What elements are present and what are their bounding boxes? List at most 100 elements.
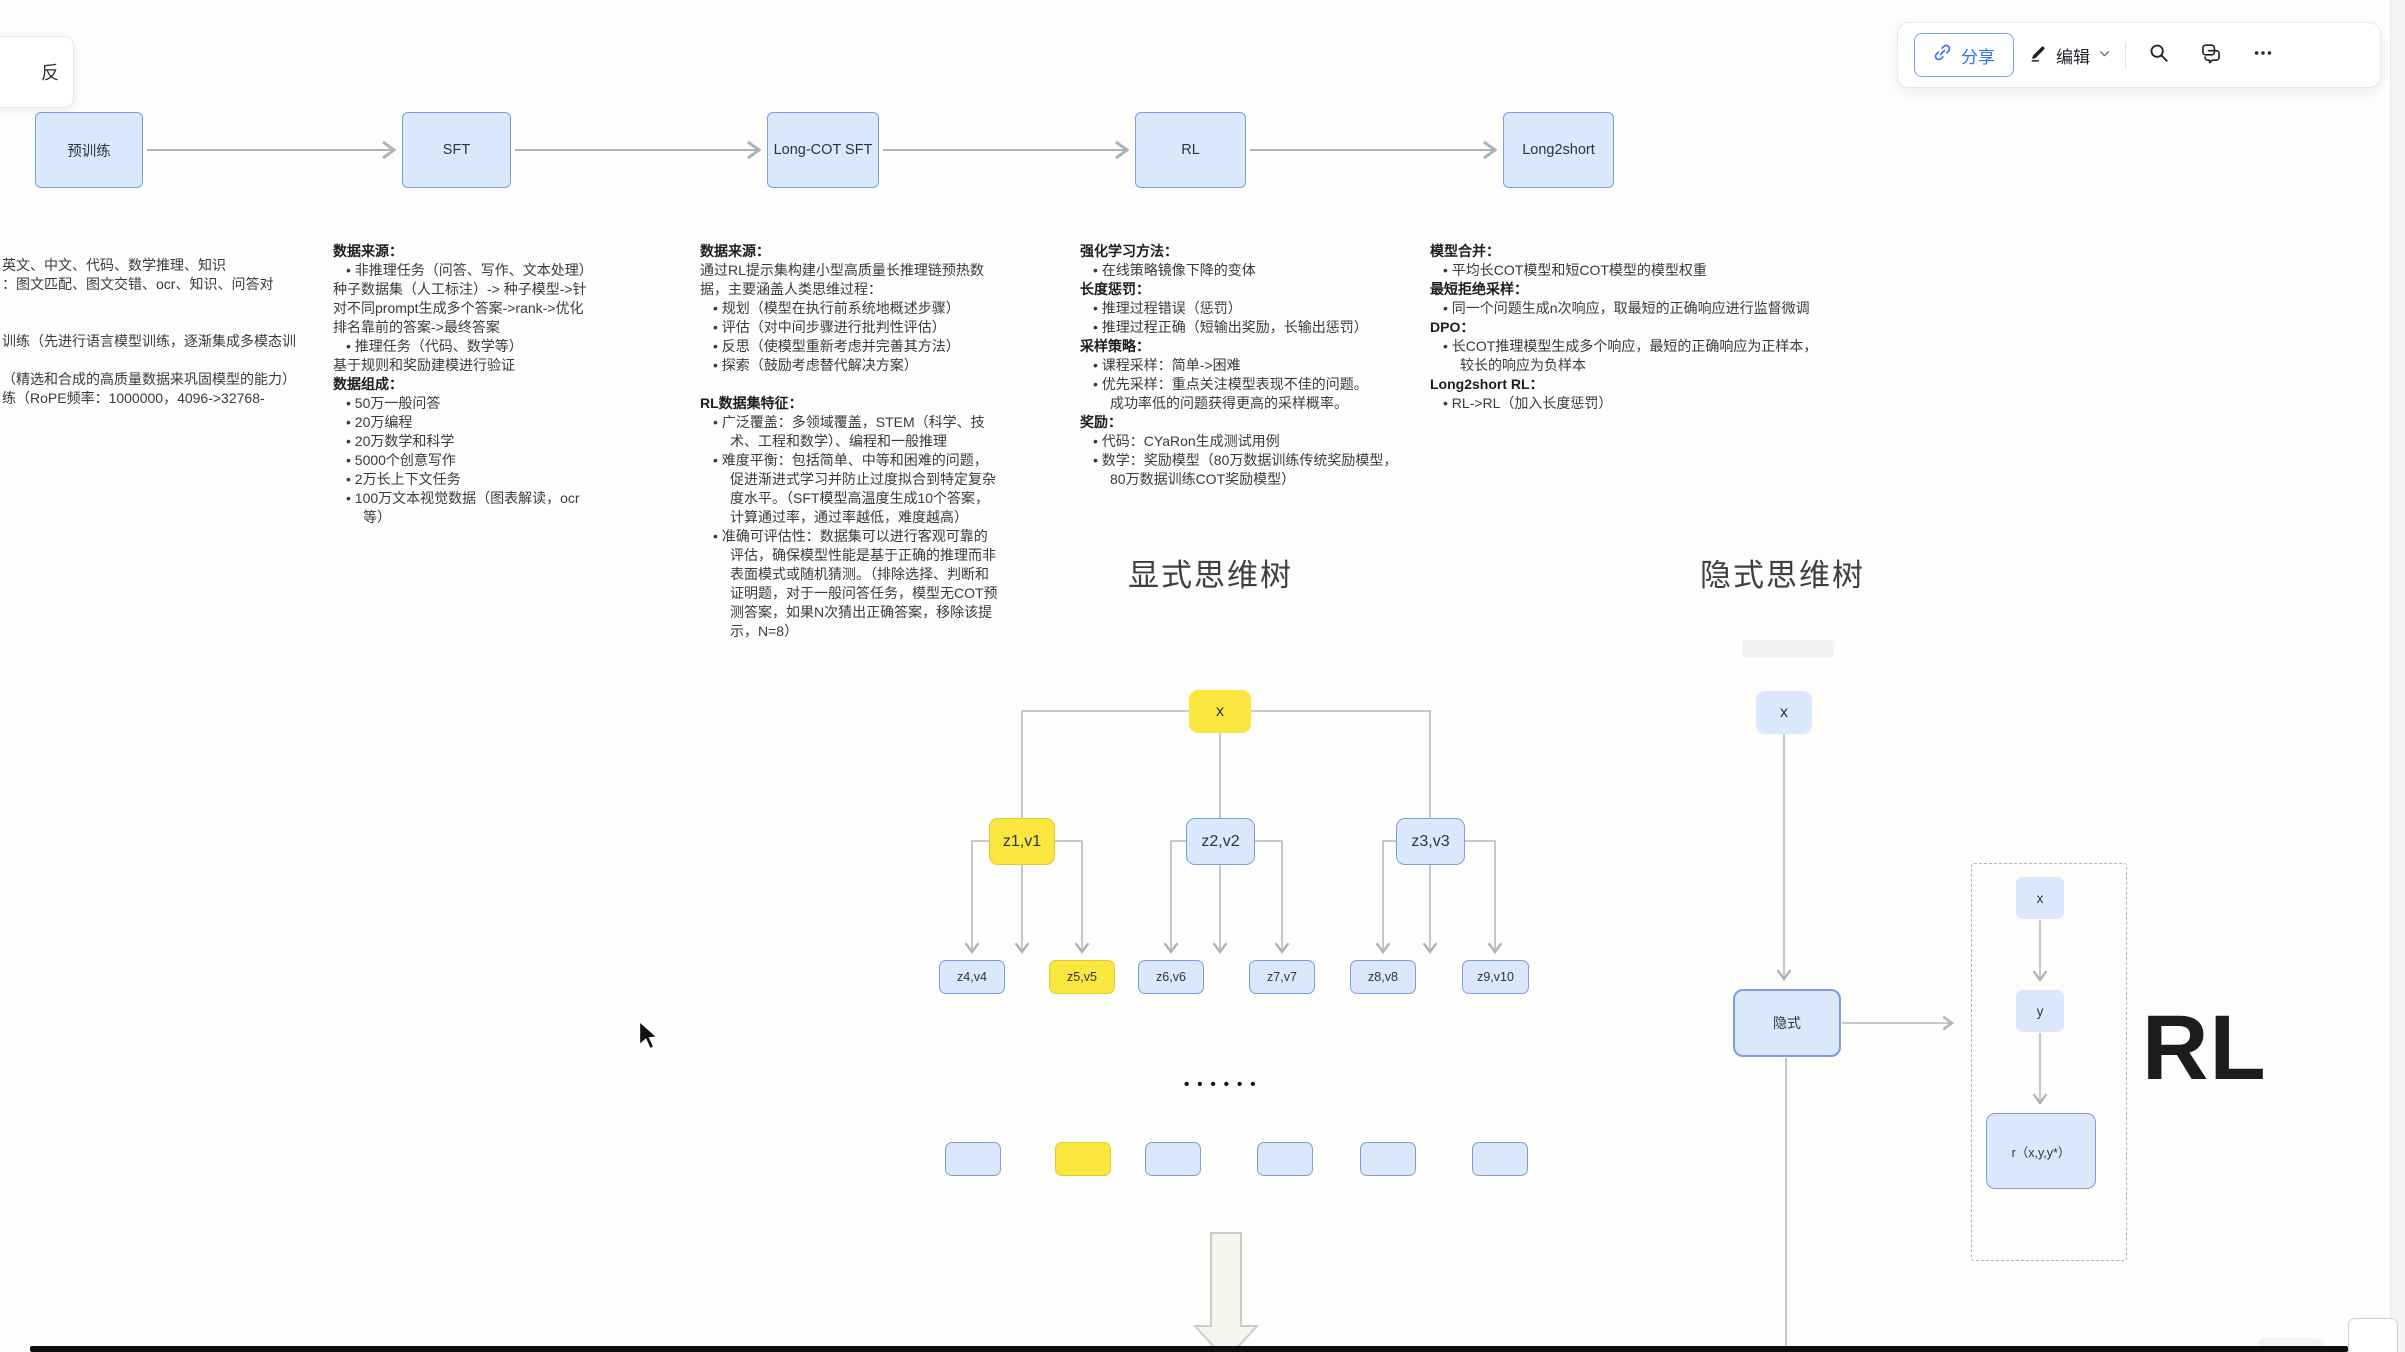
text-line: • 反思（使模型重新考虑并完善其方法） xyxy=(713,338,960,354)
text-line: RL数据集特征： xyxy=(700,395,803,411)
text-line: 计算通过率，通过率越低，难度越高） xyxy=(730,509,968,525)
comment-icon xyxy=(2200,42,2222,69)
progress-bar[interactable] xyxy=(30,1346,2348,1352)
stage-long2short[interactable]: Long2short xyxy=(1503,112,1614,188)
text-line: • 代码：CYaRon生成测试用例 xyxy=(1093,433,1280,449)
text-line: 评估，确保模型性能是基于正确的推理而非 xyxy=(730,547,996,563)
text-line: • 准确可评估性：数据集可以进行客观可靠的 xyxy=(713,528,988,544)
text-line xyxy=(2,351,332,370)
node-label: z2,v2 xyxy=(1201,832,1240,850)
text-line: 通过RL提示集构建小型高质量长推理链预热数 xyxy=(700,262,984,278)
link-icon xyxy=(1933,43,1952,67)
text-line: • 长COT推理模型生成多个响应，最短的正确响应为正样本， xyxy=(1443,338,1818,354)
implicit-input-x[interactable]: x xyxy=(1756,691,1812,734)
text-line: Long2short RL： xyxy=(1430,376,1544,392)
tree-leaf-z8v8[interactable]: z8,v8 xyxy=(1350,960,1416,994)
text-line: 英文、中文、代码、数学推理、知识 xyxy=(2,257,226,273)
text-line: 奖励： xyxy=(1080,414,1122,430)
stage-label: 预训练 xyxy=(67,143,111,160)
placeholder-box-6[interactable] xyxy=(1472,1142,1528,1176)
corner-button-label: 反 xyxy=(41,63,59,83)
text-line: ：图文匹配、图文交错、ocr、知识、问答对 xyxy=(2,276,274,292)
text-line: • 同一个问题生成n次响应，取最短的正确响应进行监督微调 xyxy=(1443,300,1810,316)
text-line: 种子数据集（人工标注）-> 种子模型->针 xyxy=(333,281,587,297)
tree-leaf-z4v4[interactable]: z4,v4 xyxy=(939,960,1005,994)
text-line: • 20万数学和科学 xyxy=(346,433,455,449)
text-line: 促进渐进式学习并防止过度拟合到特定复杂 xyxy=(730,471,996,487)
tree-leaf-z5v5[interactable]: z5,v5 xyxy=(1049,960,1115,994)
text-line: 数据来源： xyxy=(700,243,770,259)
search-icon xyxy=(2148,42,2170,69)
top-toolbar: 分享 编辑 xyxy=(1897,22,2381,88)
text-line: 较长的响应为负样本 xyxy=(1460,357,1586,373)
search-button[interactable] xyxy=(2140,35,2178,75)
stage-long-cot-sft[interactable]: Long-COT SFT xyxy=(767,112,879,188)
tree-node-z1v1[interactable]: z1,v1 xyxy=(989,818,1055,865)
tree-leaf-z9v10[interactable]: z9,v10 xyxy=(1462,960,1529,994)
block-arrow-down xyxy=(1192,1232,1260,1352)
text-line: 练（RoPE频率：1000000，4096->32768- xyxy=(2,390,265,406)
stage-label: RL xyxy=(1181,142,1200,158)
text-line: • 规划（模型在执行前系统地概述步骤） xyxy=(713,300,960,316)
text-line: • 探索（鼓励考虑替代解决方案） xyxy=(713,357,918,373)
node-label: r（x,y,y*） xyxy=(2011,1145,2071,1160)
notes-long-cot-sft: 数据来源：通过RL提示集构建小型高质量长推理链预热数据，主要涵盖人类思维过程：•… xyxy=(700,242,1000,641)
node-label: z4,v4 xyxy=(957,970,987,984)
reward-box[interactable]: r（x,y,y*） xyxy=(1986,1113,2096,1189)
mouse-cursor xyxy=(638,1020,660,1050)
notes-sft: 数据来源： • 非推理任务（问答、写作、文本处理） 种子数据集（人工标注）-> 种子… xyxy=(333,242,601,527)
rl-dashed-frame xyxy=(1971,863,2127,1261)
text-line: • 非推理任务（问答、写作、文本处理） xyxy=(346,262,593,278)
text-line: • 推理过程正确（短输出奖励，长输出惩罚） xyxy=(1093,319,1368,335)
tree-node-z3v3[interactable]: z3,v3 xyxy=(1396,818,1465,865)
tree-leaf-z6v6[interactable]: z6,v6 xyxy=(1138,960,1204,994)
comments-button[interactable] xyxy=(2192,35,2230,75)
stage-rl[interactable]: RL xyxy=(1135,112,1246,188)
notes-long2short: 模型合并：• 平均长COT模型和短COT模型的模型权重最短拒绝采样：• 同一个问… xyxy=(1430,242,1840,413)
ellipsis-dots: •••••• xyxy=(1184,1076,1264,1093)
text-line: 80万数据训练COT奖励模型） xyxy=(1110,471,1296,487)
placeholder-box-1[interactable] xyxy=(945,1142,1001,1176)
stage-pretrain[interactable]: 预训练 xyxy=(35,112,143,188)
notes-rl: 强化学习方法：• 在线策略镜像下降的变体长度惩罚：• 推理过程错误（惩罚）• 推… xyxy=(1080,242,1410,489)
text-line: 对不同prompt生成多个答案->rank->优化 xyxy=(333,300,584,316)
highlight-smudge xyxy=(1742,640,1834,658)
rl-inner-y[interactable]: y xyxy=(2016,990,2064,1032)
share-button[interactable]: 分享 xyxy=(1914,33,2014,77)
text-line: • 5000个创意写作 xyxy=(346,452,456,468)
text-line: 强化学习方法： xyxy=(1080,243,1178,259)
node-label: x xyxy=(1780,703,1788,721)
tree-node-z2v2[interactable]: z2,v2 xyxy=(1186,818,1255,865)
placeholder-box-5[interactable] xyxy=(1360,1142,1416,1176)
node-label: 隐式 xyxy=(1773,1015,1801,1031)
text-line: • 推理任务（代码、数学等） xyxy=(346,338,523,354)
text-line: • 优先采样：重点关注模型表现不佳的问题。 xyxy=(1093,376,1368,392)
node-label: z7,v7 xyxy=(1267,970,1297,984)
text-line: • 数学：奖励模型（80万数据训练传统奖励模型， xyxy=(1093,452,1398,468)
text-line: 数据来源： xyxy=(333,243,403,259)
text-line xyxy=(700,375,1000,394)
more-button[interactable] xyxy=(2244,35,2282,75)
right-scrollbar[interactable] xyxy=(2390,0,2405,1352)
corner-version-button[interactable]: 反 xyxy=(0,36,74,108)
text-line: 排名靠前的答案->最终答案 xyxy=(333,319,500,335)
rl-label: RL xyxy=(2142,997,2267,1099)
text-line: 数据组成： xyxy=(333,376,403,392)
text-line: • RL->RL（加入长度惩罚） xyxy=(1443,395,1613,411)
node-label: x xyxy=(1216,702,1224,720)
text-line: 测答案，如果N次猜出正确答案，移除该提 xyxy=(730,604,993,620)
rl-inner-x[interactable]: x xyxy=(2016,877,2064,919)
tree-leaf-z7v7[interactable]: z7,v7 xyxy=(1249,960,1315,994)
text-line: • 100万文本视觉数据（图表解读，ocr xyxy=(346,490,580,506)
placeholder-box-2[interactable] xyxy=(1055,1142,1111,1176)
tree-root-x[interactable]: x xyxy=(1189,690,1251,733)
stage-sft[interactable]: SFT xyxy=(402,112,511,188)
text-line xyxy=(2,294,332,313)
placeholder-box-4[interactable] xyxy=(1257,1142,1313,1176)
placeholder-box-3[interactable] xyxy=(1145,1142,1201,1176)
implicit-model-box[interactable]: 隐式 xyxy=(1733,989,1841,1057)
edit-mode-button[interactable]: 编辑 xyxy=(2028,43,2111,68)
text-line: • 课程采样：简单->困难 xyxy=(1093,357,1241,373)
text-line: 度水平。（SFT模型高温度生成10个答案， xyxy=(730,490,990,506)
